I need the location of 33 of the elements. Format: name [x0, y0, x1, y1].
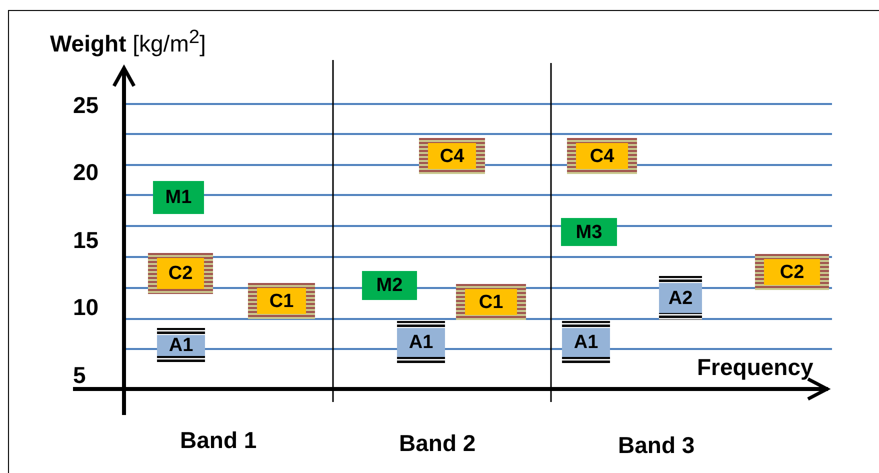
tick-label: 10: [73, 296, 99, 319]
layered-label-box: [157, 328, 205, 363]
box-label: A1: [397, 328, 445, 357]
label-box: M1: [153, 181, 204, 214]
label-box: M3: [561, 218, 617, 246]
box-label: C4: [428, 143, 476, 169]
layered-label-box: [562, 321, 610, 364]
striped-label-box: [419, 138, 485, 174]
box-label: C1: [465, 289, 517, 315]
axis-title: Weight [kg/m$^{2}$]: [50, 28, 206, 56]
band-label: Band 1: [180, 429, 257, 452]
band-label: Band 3: [618, 434, 695, 457]
striped-label-box: [755, 254, 829, 290]
striped-label-box: [567, 138, 637, 174]
box-label: C4: [576, 143, 628, 169]
band-label: Band 2: [399, 432, 476, 455]
tick-label: 20: [73, 161, 99, 184]
axis-title: Frequency: [697, 356, 814, 379]
box-label: A2: [659, 283, 702, 313]
box-label: A1: [157, 335, 205, 356]
label-box: M2: [362, 271, 417, 300]
layered-label-box: [397, 321, 445, 364]
striped-label-box: [148, 253, 213, 294]
striped-label-box: [456, 284, 526, 320]
box-label: C2: [764, 259, 820, 285]
striped-label-box: [248, 283, 315, 319]
box-label: C1: [257, 288, 306, 314]
tick-label: 15: [73, 229, 99, 252]
tick-label: 25: [73, 94, 99, 117]
tick-label: 5: [73, 364, 86, 387]
box-label: C2: [157, 258, 204, 289]
box-label: A1: [562, 328, 610, 357]
layered-label-box: [659, 276, 702, 320]
